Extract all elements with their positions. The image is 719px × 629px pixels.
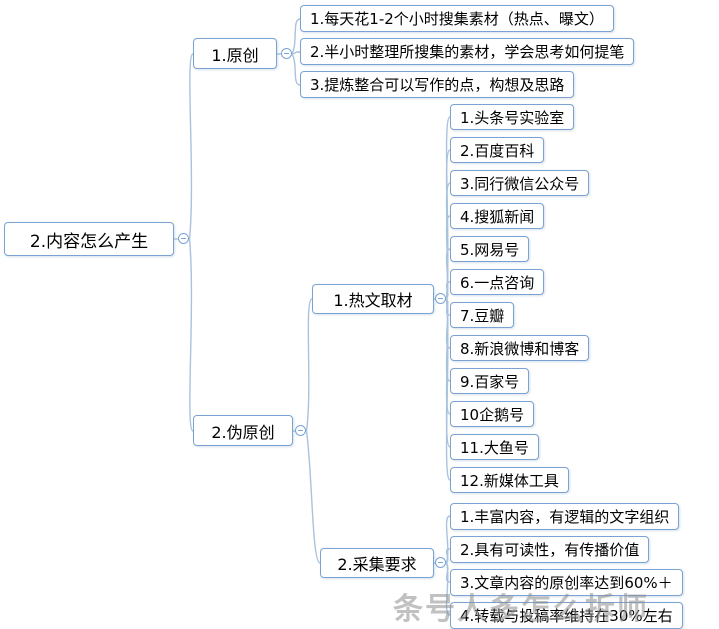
minus-icon bbox=[438, 562, 443, 563]
node-hot-item-1[interactable]: 1.头条号实验室 bbox=[450, 104, 575, 130]
node-hot-item-2[interactable]: 2.百度百科 bbox=[450, 137, 545, 163]
collapse-toggle-original[interactable] bbox=[281, 48, 292, 59]
node-hot-item-6[interactable]: 6.一点咨询 bbox=[450, 269, 545, 295]
node-root[interactable]: 2.内容怎么产生 bbox=[4, 222, 174, 256]
minus-icon bbox=[438, 298, 443, 299]
node-hot-sourcing[interactable]: 1.热文取材 bbox=[312, 284, 434, 314]
node-original-child-1[interactable]: 1.每天花1-2个小时搜集素材（热点、曝文） bbox=[300, 5, 614, 32]
node-collect-requirements[interactable]: 2.采集要求 bbox=[320, 548, 434, 578]
minus-icon bbox=[298, 430, 303, 431]
collapse-toggle-hot[interactable] bbox=[435, 293, 446, 304]
node-hot-item-10[interactable]: 10企鹅号 bbox=[450, 401, 535, 427]
node-collect-item-4[interactable]: 4.转载与投稿率维持在30%左右 bbox=[450, 602, 683, 629]
minus-icon bbox=[181, 238, 186, 239]
node-hot-item-7[interactable]: 7.豆瓣 bbox=[450, 302, 515, 328]
node-hot-item-5[interactable]: 5.网易号 bbox=[450, 236, 530, 262]
connectors bbox=[174, 18, 451, 616]
node-pseudo-original[interactable]: 2.伪原创 bbox=[193, 415, 293, 446]
node-collect-item-3[interactable]: 3.文章内容的原创率达到60%＋ bbox=[450, 569, 683, 596]
node-collect-item-1[interactable]: 1.丰富内容，有逻辑的文字组织 bbox=[450, 503, 680, 530]
node-original[interactable]: 1.原创 bbox=[193, 38, 277, 69]
collapse-toggle-collect[interactable] bbox=[435, 557, 446, 568]
node-hot-item-8[interactable]: 8.新浪微博和博客 bbox=[450, 335, 590, 361]
node-original-child-3[interactable]: 3.提炼整合可以写作的点，构想及思路 bbox=[300, 71, 575, 98]
collapse-toggle-root[interactable] bbox=[178, 233, 189, 244]
node-hot-item-4[interactable]: 4.搜狐新闻 bbox=[450, 203, 545, 229]
minus-icon bbox=[284, 53, 289, 54]
node-hot-item-12[interactable]: 12.新媒体工具 bbox=[450, 467, 569, 493]
collapse-toggle-pseudo[interactable] bbox=[295, 425, 306, 436]
node-hot-item-3[interactable]: 3.同行微信公众号 bbox=[450, 170, 590, 196]
node-collect-item-2[interactable]: 2.具有可读性，有传播价值 bbox=[450, 536, 650, 563]
node-original-child-2[interactable]: 2.半小时整理所搜集的素材，学会思考如何提笔 bbox=[300, 38, 635, 65]
node-hot-item-9[interactable]: 9.百家号 bbox=[450, 368, 530, 394]
node-hot-item-11[interactable]: 11.大鱼号 bbox=[450, 434, 539, 460]
